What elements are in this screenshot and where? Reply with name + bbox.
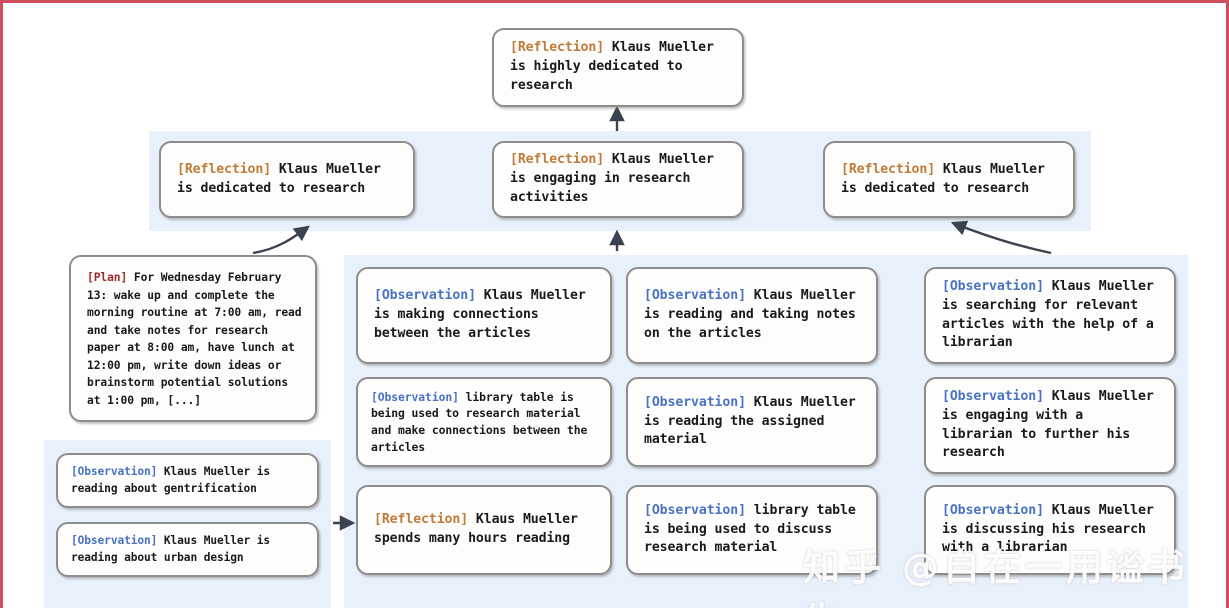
tag-observation: [Observation] (942, 502, 1044, 518)
node-observation-left-1[interactable]: [Observation] Klaus Mueller is reading a… (56, 453, 319, 508)
tag-observation: [Observation] (374, 288, 476, 304)
node-text: Klaus Mueller is reading and taking note… (644, 288, 864, 341)
node-text: Klaus Mueller is dedicated to research (177, 161, 389, 196)
node-observation-c2-3[interactable]: [Observation] library table is being use… (626, 485, 878, 575)
node-observation-c1-2[interactable]: [Observation] library table is being use… (356, 377, 612, 467)
tag-observation: [Observation] (942, 389, 1044, 405)
node-observation-left-2[interactable]: [Observation] Klaus Mueller is reading a… (56, 522, 319, 577)
node-text: Klaus Mueller is highly dedicated to res… (510, 40, 722, 93)
node-text: library table is being used to research … (371, 389, 595, 454)
tag-observation: [Observation] (371, 389, 459, 404)
node-observation-c1-1[interactable]: [Observation] Klaus Mueller is making co… (356, 267, 612, 364)
tag-plan: [Plan] (87, 271, 128, 284)
node-text: Klaus Mueller spends many hours reading (374, 512, 586, 546)
node-reflection-left[interactable]: [Reflection] Klaus Mueller is dedicated … (159, 141, 415, 218)
node-plan[interactable]: [Plan] For Wednesday February 13: wake u… (69, 255, 317, 422)
node-observation-c2-1[interactable]: [Observation] Klaus Mueller is reading a… (626, 267, 878, 364)
tag-reflection: [Reflection] (374, 512, 469, 528)
tag-reflection: [Reflection] (841, 161, 936, 177)
node-text: library table is being used to discuss r… (644, 502, 864, 556)
node-text: Klaus Mueller is reading about gentrific… (71, 464, 277, 495)
node-text: Klaus Mueller is dedicated to research (841, 161, 1053, 196)
node-reflection-mid[interactable]: [Reflection] Klaus Mueller is engaging i… (492, 141, 744, 218)
node-text: Klaus Mueller is reading about urban des… (71, 533, 277, 564)
tag-observation: [Observation] (71, 464, 158, 478)
node-reflection-right[interactable]: [Reflection] Klaus Mueller is dedicated … (823, 141, 1075, 218)
node-text: Klaus Mueller is engaging in research ac… (510, 152, 722, 205)
tag-reflection: [Reflection] (177, 161, 272, 177)
node-root-reflection[interactable]: [Reflection] Klaus Mueller is highly ded… (492, 28, 744, 107)
node-text: Klaus Mueller is searching for relevant … (942, 279, 1162, 351)
tag-observation: [Observation] (942, 279, 1044, 295)
node-text: For Wednesday February 13: wake up and c… (87, 271, 309, 407)
tag-observation: [Observation] (644, 394, 746, 410)
tag-observation: [Observation] (644, 502, 746, 518)
node-text: Klaus Mueller is making connections betw… (374, 288, 594, 341)
node-text: Klaus Mueller is reading the assigned ma… (644, 394, 864, 448)
node-observation-c3-1[interactable]: [Observation] Klaus Mueller is searching… (924, 267, 1176, 364)
node-observation-c2-2[interactable]: [Observation] Klaus Mueller is reading t… (626, 377, 878, 467)
tag-observation: [Observation] (644, 288, 746, 304)
node-observation-c3-3[interactable]: [Observation] Klaus Mueller is discussin… (924, 485, 1176, 575)
node-observation-c3-2[interactable]: [Observation] Klaus Mueller is engaging … (924, 377, 1176, 474)
node-text: Klaus Mueller is engaging with a librari… (942, 389, 1162, 461)
node-text: Klaus Mueller is discussing his research… (942, 502, 1162, 556)
tag-observation: [Observation] (71, 533, 158, 547)
tag-reflection: [Reflection] (510, 152, 605, 168)
tag-reflection: [Reflection] (510, 40, 605, 56)
node-reflection-c1-3[interactable]: [Reflection] Klaus Mueller spends many h… (356, 485, 612, 575)
